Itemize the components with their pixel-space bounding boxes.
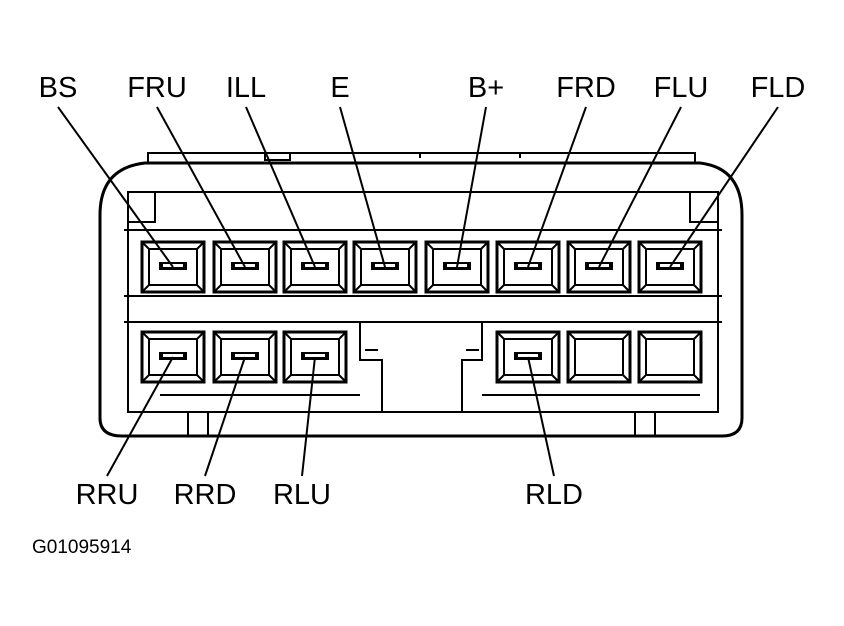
bottom-pin-8 [637, 330, 703, 384]
top-pin-label: FLD [751, 72, 806, 104]
bottom-pin-labels: RRU RRD RLU RLD [76, 479, 583, 511]
leader-line [598, 106, 682, 268]
leader-line [301, 356, 316, 477]
leader-lines [57, 106, 779, 477]
top-pin-row [140, 240, 703, 294]
bottom-pin-3 [282, 330, 348, 384]
leader-line [456, 106, 487, 268]
bottom-pin-1 [140, 330, 206, 384]
bottom-pin-2 [212, 330, 278, 384]
top-pin-label: ILL [226, 72, 266, 104]
top-pin-label: FRD [556, 72, 616, 104]
leader-line [527, 356, 555, 477]
bottom-pin-label: RRD [174, 479, 237, 511]
leader-line [204, 356, 246, 477]
connector-housing [98, 152, 744, 438]
top-pin-labels: BS FRU ILL E B+ FRD FLU FLD [39, 72, 806, 104]
bottom-pin-label: RLU [273, 479, 331, 511]
bottom-pin-label: RLD [525, 479, 583, 511]
bottom-pin-6 [495, 330, 561, 384]
leader-line [106, 356, 174, 477]
top-pin-label: E [330, 72, 349, 104]
leader-line [669, 106, 779, 268]
bottom-pin-row [140, 330, 703, 384]
leader-line [156, 106, 246, 268]
bottom-pin-7 [566, 330, 632, 384]
top-pin-label: FRU [127, 72, 187, 104]
top-pin-label: B+ [468, 72, 504, 104]
leader-line [527, 106, 587, 268]
leader-line [57, 106, 174, 268]
top-pin-label: BS [39, 72, 78, 104]
leader-line [339, 106, 386, 268]
leader-line [245, 106, 316, 268]
bottom-pin-label: RRU [76, 479, 139, 511]
figure-id: G01095914 [32, 537, 132, 558]
top-pin-label: FLU [654, 72, 709, 104]
